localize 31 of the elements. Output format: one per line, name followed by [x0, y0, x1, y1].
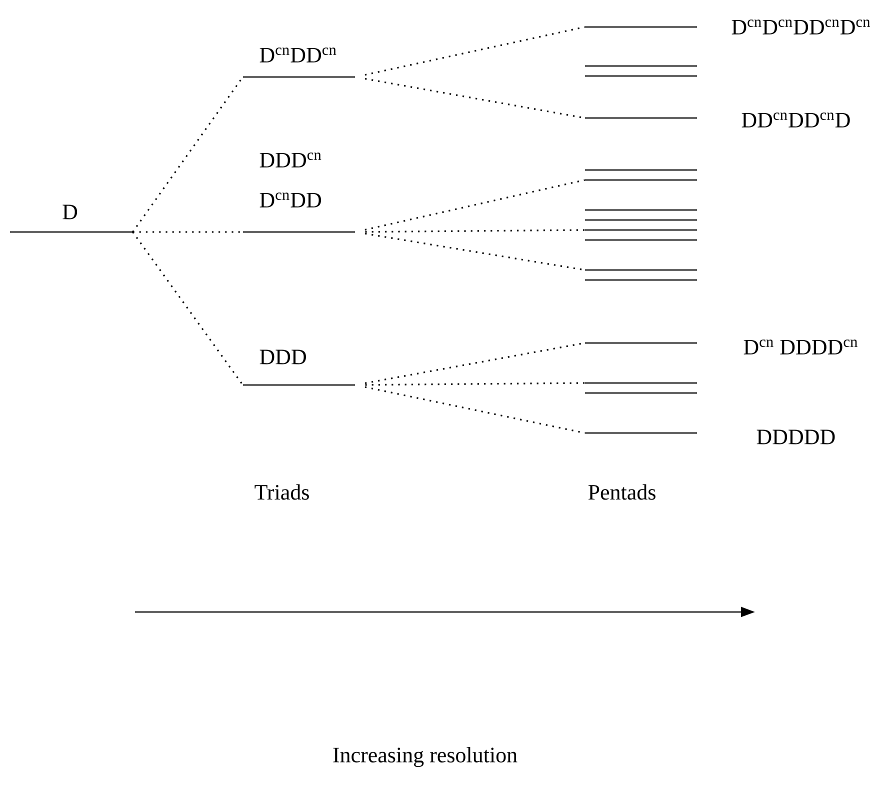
level-line: DD$^{cn}$DD$^{cn}$D	[585, 112, 850, 128]
axis-label: Triads	[254, 484, 309, 500]
level-line	[585, 229, 697, 231]
level-line	[585, 219, 697, 221]
level-line	[585, 239, 697, 241]
level-line	[585, 179, 697, 181]
level-line	[585, 279, 697, 281]
level-line: DDD	[243, 350, 355, 386]
dotted-connector	[132, 76, 244, 232]
dotted-connector	[364, 386, 585, 434]
level-line: D$^{cn}$D$^{cn}$DD$^{cn}$D$^{cn}$	[585, 20, 870, 34]
dotted-connector	[365, 229, 585, 233]
level-line: DDD$^{cn}$ D$^{cn}$DD	[243, 152, 355, 233]
level-line	[585, 209, 697, 211]
level-line: D$^{cn}$DD$^{cn}$	[243, 48, 355, 78]
level-line	[585, 269, 697, 271]
level-line	[585, 169, 697, 171]
level-line	[585, 65, 697, 67]
dotted-connector	[364, 26, 585, 76]
dotted-connector	[365, 382, 585, 386]
dotted-connector	[132, 232, 244, 386]
level-line	[585, 382, 697, 384]
dotted-connector	[132, 231, 243, 233]
axis-label: Increasing resolution	[333, 747, 518, 767]
axis-label: Pentads	[588, 484, 656, 500]
level-line: DDDDD	[585, 430, 835, 444]
level-line	[585, 75, 697, 77]
level-line: D$^{cn}$ DDDD$^{cn}$	[585, 340, 858, 354]
dotted-connector	[364, 179, 585, 231]
level-line	[585, 392, 697, 394]
level-line: D	[10, 204, 133, 233]
